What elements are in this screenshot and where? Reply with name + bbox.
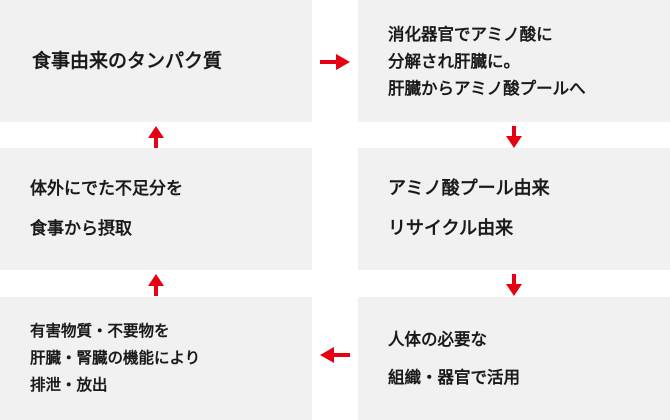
step-excretion-line-1: 有害物質・不要物を <box>30 322 170 340</box>
arrow-left-icon <box>320 347 350 363</box>
step-body-use-line-2: 組織・器官で活用 <box>388 367 520 387</box>
step-food-protein: 食事由来のタンパク質 <box>0 0 312 122</box>
step-food-protein-line-1: 食事由来のタンパク質 <box>32 50 223 72</box>
step-intake-line-2: 食事から摂取 <box>30 219 132 239</box>
step-amino-pool-line-2: リサイクル由来 <box>388 218 514 239</box>
arrow-up-icon <box>148 126 164 148</box>
step-digestion: 消化器官でアミノ酸に 分解され肝臓に。 肝臓からアミノ酸プールへ <box>358 0 670 122</box>
step-excretion-line-3: 排泄・放出 <box>30 376 108 394</box>
step-body-use: 人体の必要な 組織・器官で活用 <box>358 297 670 420</box>
arrow-right-icon <box>320 54 350 70</box>
step-digestion-line-2: 分解され肝臓に。 <box>388 51 520 71</box>
step-digestion-line-3: 肝臓からアミノ酸プールへ <box>388 78 586 98</box>
step-body-use-line-1: 人体の必要な <box>388 329 487 349</box>
arrow-down-icon <box>506 126 522 148</box>
step-digestion-line-1: 消化器官でアミノ酸に <box>388 24 553 44</box>
arrow-up-icon <box>148 274 164 296</box>
step-amino-pool-line-1: アミノ酸プール由来 <box>388 178 550 199</box>
step-intake-line-1: 体外にでた不足分を <box>30 179 183 199</box>
step-intake: 体外にでた不足分を 食事から摂取 <box>0 148 312 270</box>
arrow-down-icon <box>506 274 522 296</box>
step-excretion-line-2: 肝臓・腎臓の機能により <box>30 349 201 367</box>
step-amino-pool: アミノ酸プール由来 リサイクル由来 <box>358 148 670 270</box>
step-excretion: 有害物質・不要物を 肝臓・腎臓の機能により 排泄・放出 <box>0 297 312 420</box>
